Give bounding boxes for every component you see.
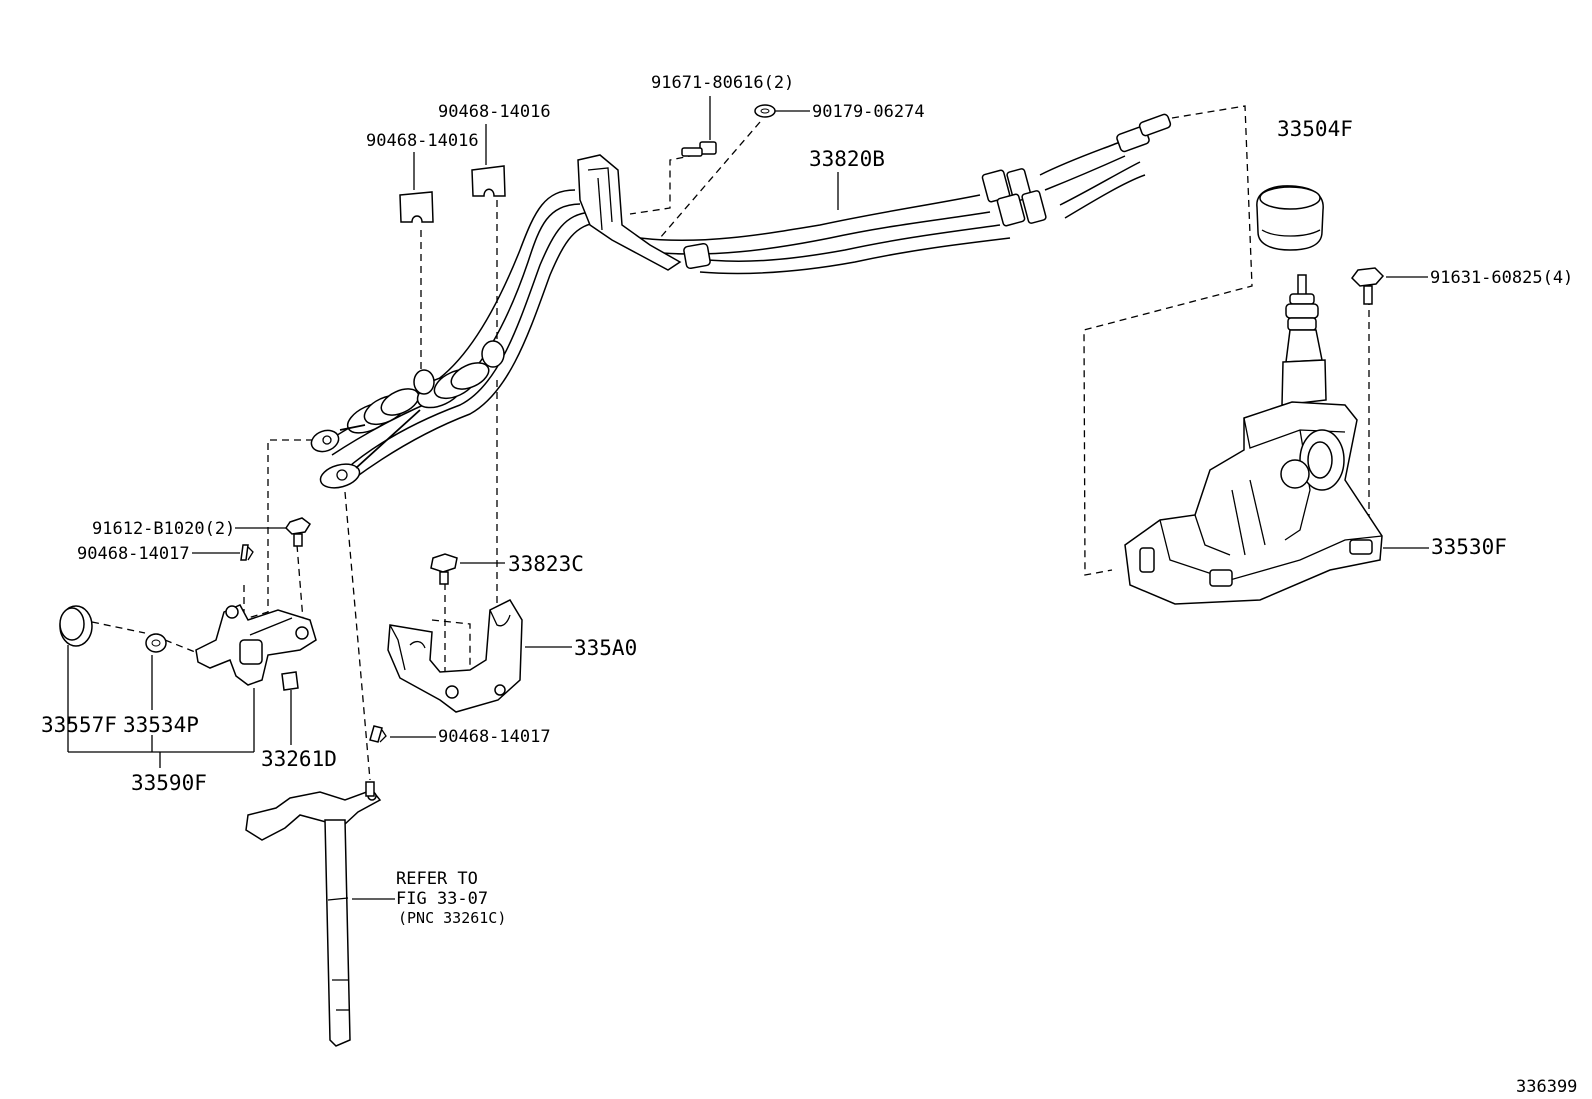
washer-33534P (145, 633, 167, 653)
clip-90468-14017-mid (369, 725, 387, 743)
label-91671-80616: 91671-80616(2) (651, 73, 794, 93)
shift-cable-assembly (310, 113, 1172, 489)
cable-end-eyes (310, 409, 421, 489)
label-90468-14016-lower: 90468-14016 (366, 131, 479, 151)
label-91631-60825: 91631-60825(4) (1430, 268, 1573, 288)
label-90179-06274: 90179-06274 (812, 102, 925, 122)
bolt-91671-80616 (681, 141, 717, 157)
shift-knob-33504F (1256, 185, 1324, 251)
cable-bracket (577, 154, 682, 271)
bolt-91612-B1020 (285, 517, 312, 547)
seal-33557F (59, 605, 93, 647)
label-33823C: 33823C (508, 552, 584, 576)
label-33820B: 33820B (809, 147, 885, 171)
label-33557F: 33557F (41, 713, 117, 737)
alignment-dashes (91, 105, 1370, 781)
figure-number: 336399 (1516, 1077, 1577, 1097)
leader-lines (67, 96, 1429, 900)
label-33534P: 33534P (123, 713, 199, 737)
bolt-91631-60825 (1351, 267, 1385, 305)
refer-note-line1: REFER TO (396, 869, 478, 889)
label-33261D: 33261D (261, 747, 337, 771)
label-91612-B1020: 91612-B1020(2) (92, 519, 235, 539)
label-90468-14017-left: 90468-14017 (77, 544, 190, 564)
washer-90179-06274 (754, 104, 776, 118)
label-33504F: 33504F (1277, 117, 1353, 141)
label-335A0: 335A0 (574, 636, 637, 660)
clip-90468-14017-left (240, 544, 254, 561)
bracket-335A0 (387, 599, 523, 713)
shift-lever-assembly-33530F (1124, 274, 1383, 605)
insulator-33261D (281, 671, 299, 691)
shift-select-lever-33590F (195, 604, 317, 686)
clip-90468-14016-lower (399, 191, 434, 223)
label-33590F: 33590F (131, 771, 207, 795)
label-90468-14017-mid: 90468-14017 (438, 727, 551, 747)
cable-grommets (683, 113, 1172, 270)
label-33530F: 33530F (1431, 535, 1507, 559)
bolt-33823C (430, 553, 458, 585)
clip-90468-14016-upper (471, 165, 506, 197)
shift-shaft-lever (245, 781, 382, 1047)
cable-boot-left (346, 340, 505, 434)
refer-note-line2: FIG 33-07 (396, 889, 488, 909)
refer-note-line3: (PNC 33261C) (398, 909, 506, 927)
label-90468-14016-upper: 90468-14016 (438, 102, 551, 122)
